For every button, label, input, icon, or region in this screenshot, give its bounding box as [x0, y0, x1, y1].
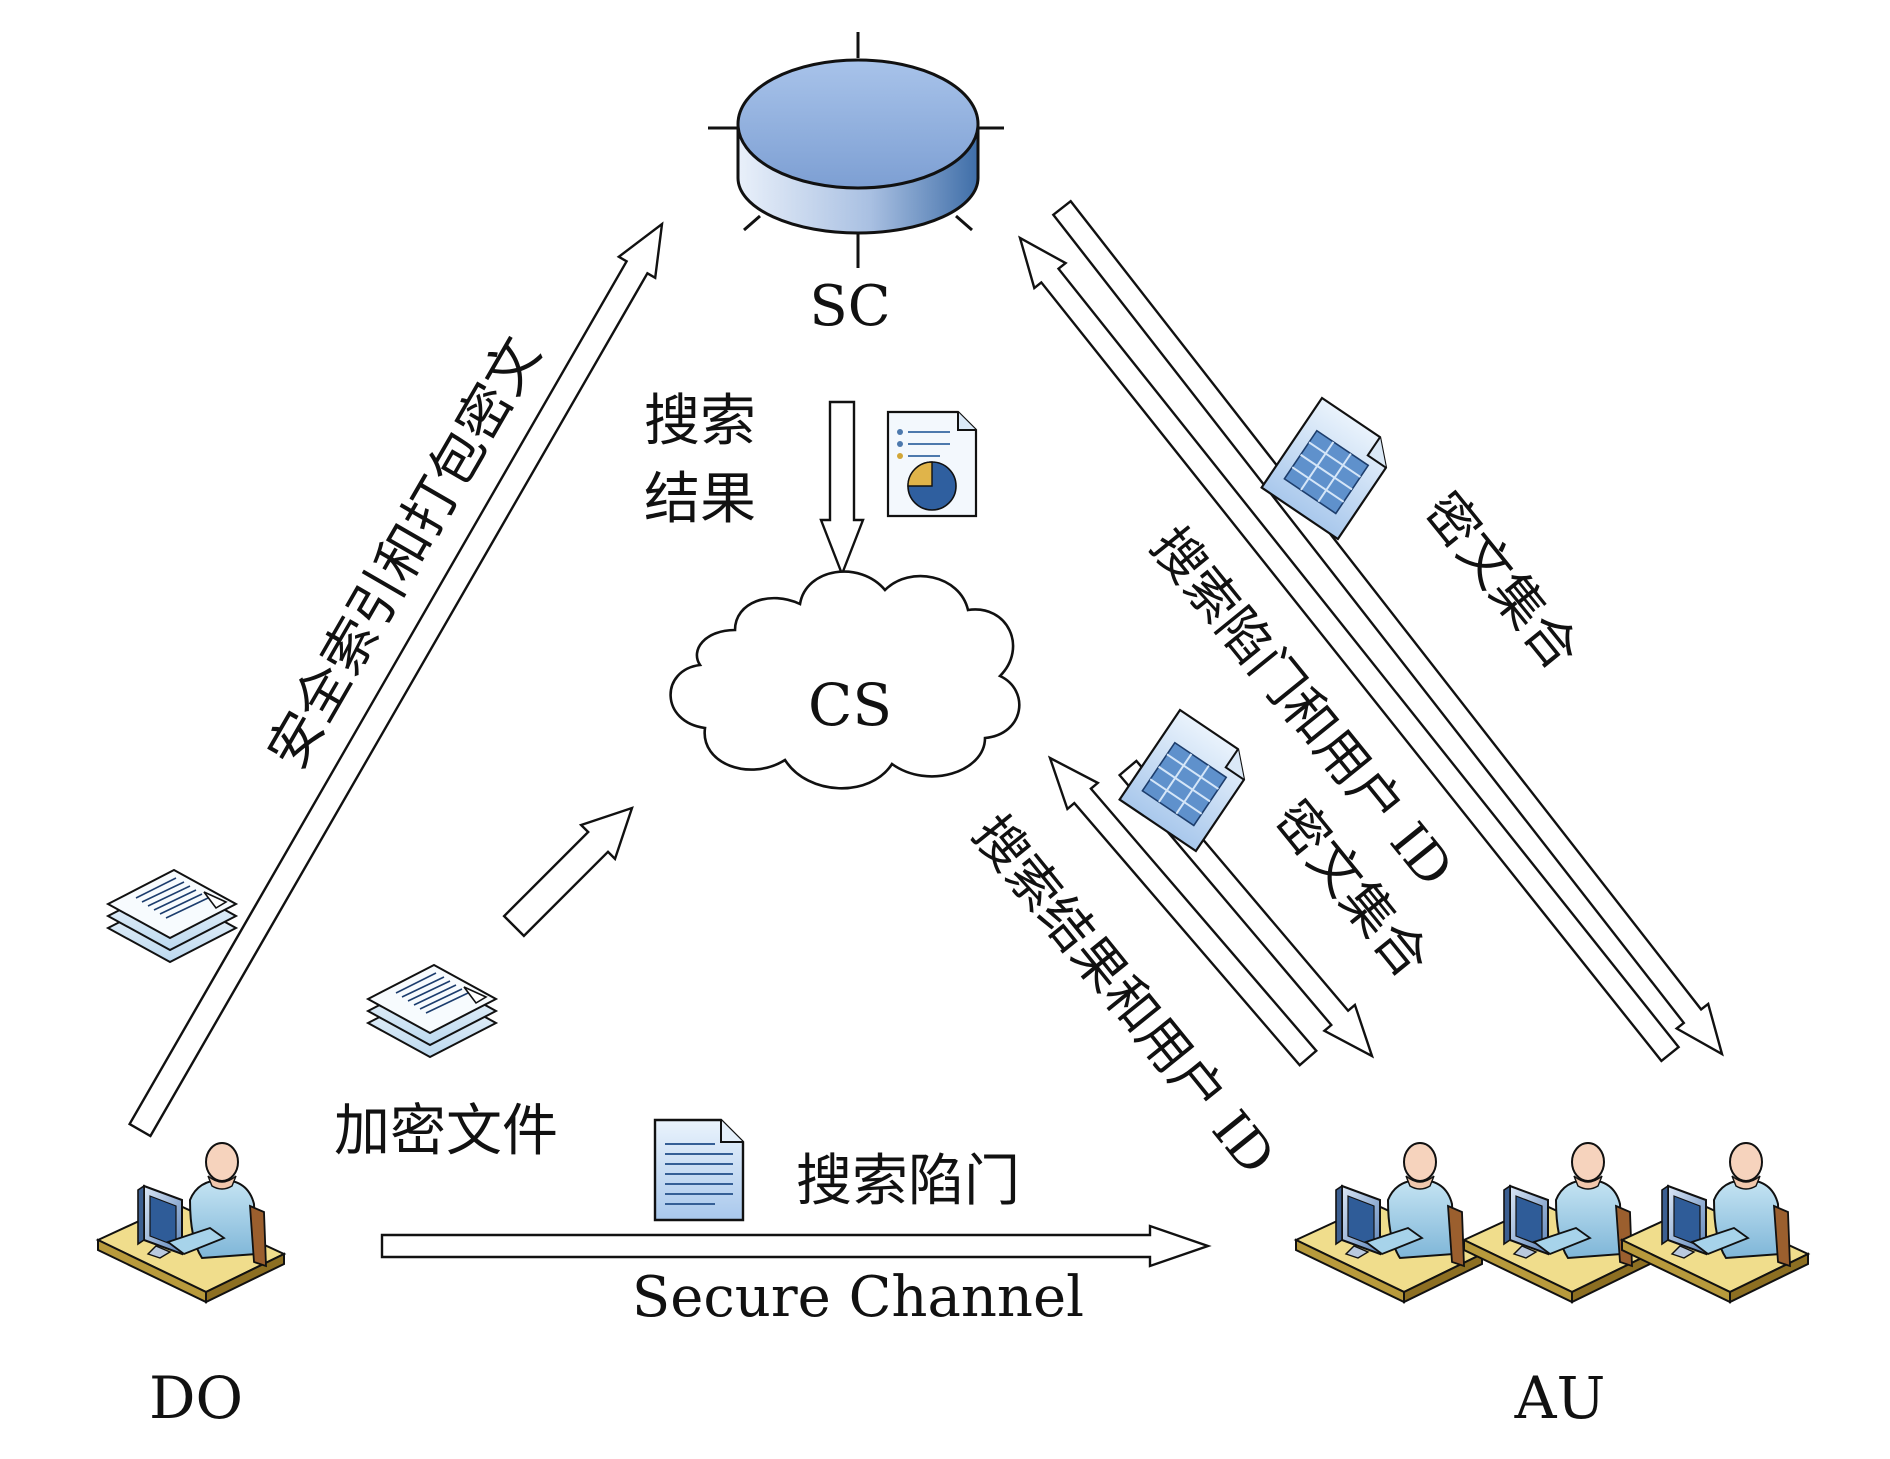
- au-label: AU: [1514, 1364, 1606, 1432]
- label-search-results-line2: 结果: [644, 467, 756, 532]
- label-do-to-sc: 安全索引和打包密文: [255, 327, 553, 779]
- spreadsheet-icon: [1260, 396, 1400, 541]
- database-server-icon: [708, 32, 1004, 268]
- label-sc-to-au: 密文集合: [1412, 482, 1590, 681]
- document-stack-icon: [367, 964, 497, 1058]
- label-search-results-line1: 搜索: [644, 389, 756, 454]
- sc-label: SC: [809, 274, 890, 339]
- arrow-sc-to-cs: [819, 400, 865, 578]
- computer-user-icon: [1621, 1142, 1809, 1303]
- arrow-au-to-sc: [1018, 235, 1681, 1063]
- do-label: DO: [149, 1364, 243, 1432]
- arrow-do-to-sc: [127, 221, 664, 1138]
- cloud-icon: [669, 570, 1021, 790]
- cs-label: CS: [808, 671, 892, 739]
- arrow-do-to-cs: [502, 806, 634, 938]
- arrow-sc-to-au: [1051, 199, 1724, 1057]
- computer-user-icon: [97, 1142, 285, 1303]
- arrows-layer: [127, 199, 1724, 1268]
- arrow-do-to-au: [380, 1224, 1212, 1268]
- spreadsheet-icon: [1118, 708, 1258, 853]
- computer-user-icon: [1295, 1142, 1483, 1303]
- document-icon: [653, 1118, 745, 1222]
- arrow-au-to-cs: [1047, 755, 1318, 1067]
- label-secure-channel: Secure Channel: [632, 1265, 1084, 1330]
- label-search-trapdoor: 搜索陷门: [796, 1149, 1020, 1214]
- report-chart-icon: [886, 410, 978, 518]
- computer-user-icon: [1463, 1142, 1651, 1303]
- document-stack-icon: [107, 869, 237, 963]
- label-encrypted-files: 加密文件: [334, 1099, 558, 1164]
